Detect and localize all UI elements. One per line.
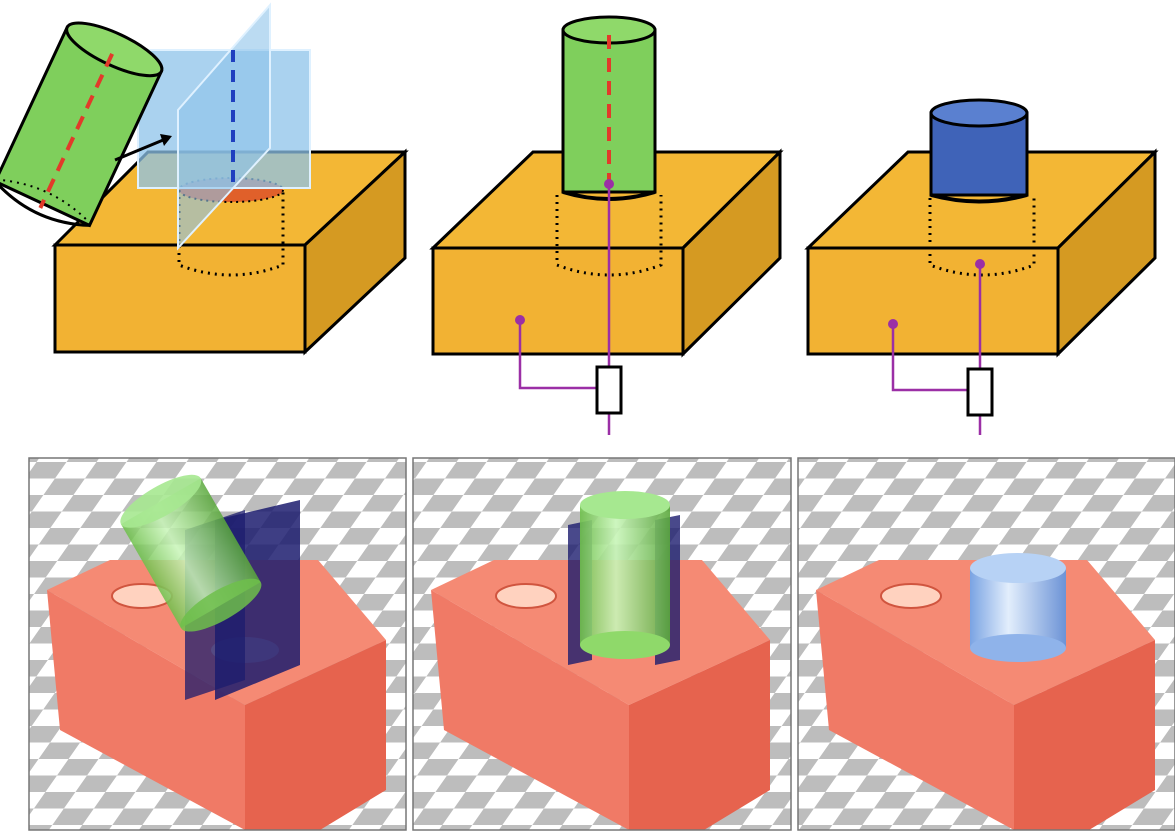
hole <box>880 583 942 609</box>
hole-outline <box>177 190 285 277</box>
diagram-aligned <box>429 15 784 435</box>
brick-side <box>1014 640 1155 830</box>
brick-front <box>431 590 629 830</box>
block-front <box>53 243 307 354</box>
peg-top <box>970 553 1066 583</box>
peg-top <box>580 491 670 519</box>
brick-side <box>629 640 770 830</box>
diagram-constrained <box>804 98 1159 435</box>
peg-top <box>929 98 1029 128</box>
plane-vertical <box>177 2 271 251</box>
render-aligned <box>412 457 792 831</box>
peg-bottom <box>930 193 1028 204</box>
constraint-box-icon <box>966 367 994 417</box>
brick-front <box>47 590 245 830</box>
peg-body <box>580 505 670 645</box>
block-front <box>806 246 1060 356</box>
axis-red <box>38 53 114 209</box>
render-constrained <box>797 457 1175 831</box>
brick-side <box>245 640 386 830</box>
hole <box>495 583 557 609</box>
peg-bottom <box>0 180 90 227</box>
diagram-misaligned <box>0 2 409 356</box>
arrow-icon <box>114 136 169 162</box>
brick-front <box>816 590 1014 830</box>
hole-outline <box>928 198 1036 277</box>
constraint-box-icon <box>595 365 623 415</box>
render-misaligned <box>28 457 407 831</box>
peg-top <box>120 474 202 528</box>
